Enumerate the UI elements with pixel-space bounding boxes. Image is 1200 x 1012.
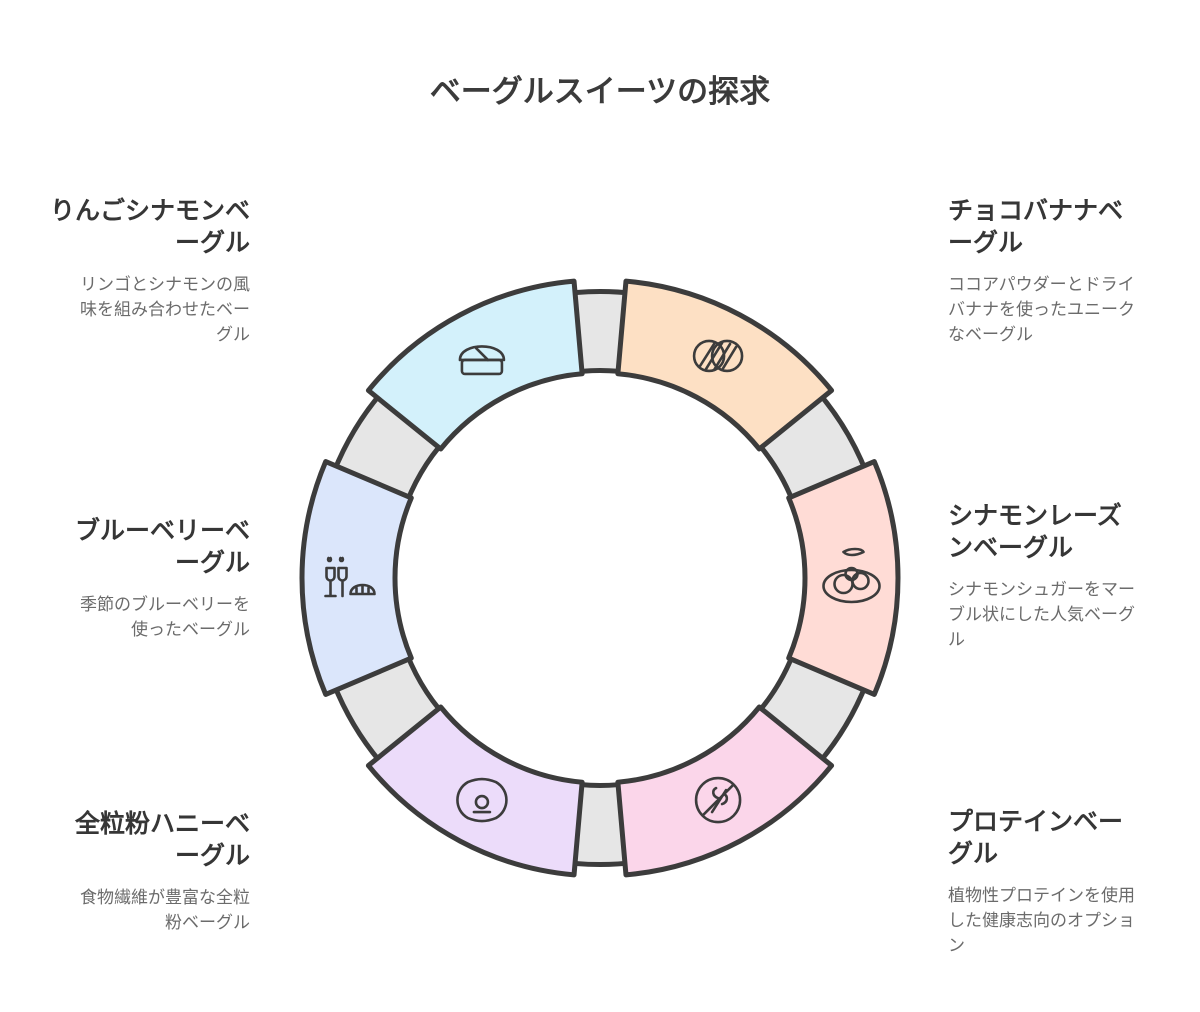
- item-whole-wheat-honey: 全粒粉ハニーベーグル 食物繊維が豊富な全粒粉ベーグル: [0, 808, 250, 936]
- item-description: シナモンシュガーをマーブル状にした人気ベーグル: [948, 580, 1135, 650]
- clam-shell-icon: [456, 777, 508, 823]
- item-heading: 全粒粉ハニーベーグル: [74, 809, 250, 870]
- item-protein: プロテインベーグル 植物性プロテインを使用した健康志向のオプション: [948, 806, 1138, 959]
- cookies-plate-icon: [822, 547, 881, 604]
- item-blueberry: ブルーベリーベーグル 季節のブルーベリーを使ったベーグル: [0, 515, 250, 643]
- item-description: リンゴとシナモンの風味を組み合わせたベーグル: [80, 275, 250, 345]
- segment-1: [365, 278, 585, 452]
- item-choco-banana: チョコバナナベーグル ココアパウダーとドライバナナを使ったユニークなベーグル: [948, 195, 1138, 348]
- item-description: 食物繊維が豊富な全粒粉ベーグル: [80, 888, 250, 933]
- item-description: ココアパウダーとドライバナナを使ったユニークなベーグル: [948, 275, 1135, 345]
- item-heading: プロテインベーグル: [948, 807, 1124, 868]
- item-heading: ブルーベリーベーグル: [74, 516, 250, 577]
- item-description: 季節のブルーベリーを使ったベーグル: [80, 595, 250, 640]
- no-wheat-icon: [694, 776, 742, 824]
- wine-bread-icon: [324, 556, 376, 598]
- intersecting-circles-icon: [692, 339, 744, 373]
- diagram-title: ベーグルスイーツの探求: [429, 74, 771, 110]
- item-description: 植物性プロテインを使用した健康志向のオプション: [948, 886, 1135, 956]
- bread-loaf-icon: [458, 345, 506, 376]
- item-heading: りんごシナモンベーグル: [50, 196, 251, 257]
- segment-6: [299, 459, 414, 697]
- segment-3: [786, 459, 901, 697]
- item-heading: シナモンレーズンベーグル: [948, 501, 1122, 562]
- item-heading: チョコバナナベーグル: [948, 196, 1124, 257]
- item-apple-cinnamon: りんごシナモンベーグル リンゴとシナモンの風味を組み合わせたベーグル: [0, 195, 250, 348]
- item-cinnamon-raisin: シナモンレーズンベーグル シナモンシュガーをマーブル状にした人気ベーグル: [948, 500, 1138, 653]
- segment-5: [365, 704, 585, 878]
